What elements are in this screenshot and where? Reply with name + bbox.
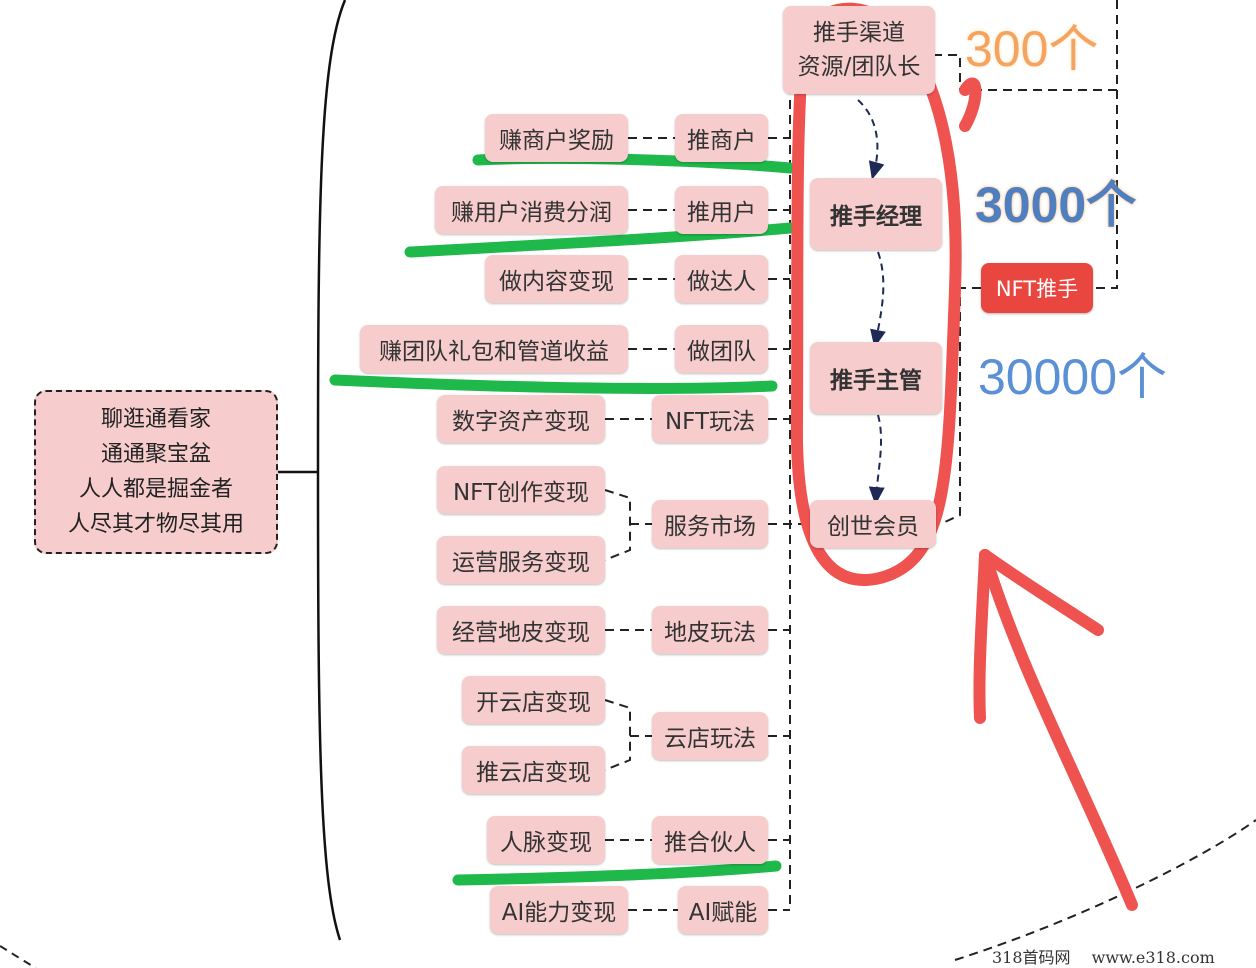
mid-node: AI赋能: [678, 886, 768, 934]
left-node: 数字资产变现: [437, 395, 605, 443]
root-line: 人人都是掘金者: [78, 477, 233, 502]
nft-branch: [944, 287, 981, 523]
root-line: 聊逛通看家: [100, 407, 211, 432]
mid-node: 云店玩法: [652, 712, 768, 760]
mid-node: 做团队: [675, 325, 768, 373]
left-node: NFT创作变现: [437, 466, 605, 514]
left-node: 开云店变现: [462, 676, 605, 724]
left-node: 赚用户消费分润: [435, 186, 628, 234]
root-node: 聊逛通看家 通通聚宝盆 人人都是掘金者 人尽其才物尽其用: [34, 390, 278, 554]
main-bracket: [316, 0, 347, 941]
top-branch: [935, 54, 1117, 91]
mid-node: NFT玩法: [652, 395, 768, 443]
count-30000: 30000个: [978, 349, 1168, 405]
mid-node: 推用户: [675, 186, 768, 234]
root-line: 通通聚宝盆: [100, 442, 211, 467]
level-top-line: 推手渠道: [813, 20, 905, 46]
level-supervisor-node: 推手主管: [810, 342, 942, 414]
left-node: 经营地皮变现: [437, 606, 605, 654]
left-node: 赚商户奖励: [485, 114, 628, 162]
level-founder-node: 创世会员: [810, 500, 936, 548]
count-3000: 3000个: [975, 177, 1137, 233]
level-arrows: [857, 99, 886, 505]
watermark: 318首码网 www.e318.com: [992, 948, 1215, 967]
mid-node: 推商户: [675, 114, 768, 162]
mid-node: 推合伙人: [652, 816, 768, 864]
left-node: 运营服务变现: [437, 536, 605, 584]
left-node: AI能力变现: [490, 886, 628, 934]
left-node: 人脉变现: [487, 816, 605, 864]
row-connectors: [604, 137, 810, 911]
outer-dashed-arc: [954, 819, 1256, 961]
level-top-line: 资源/团队长: [797, 54, 921, 80]
nft-tag: NFT推手: [981, 263, 1093, 313]
mid-node: 服务市场: [652, 500, 768, 548]
left-node: 做内容变现: [485, 255, 628, 303]
count-300: 300个: [965, 21, 1099, 77]
root-line: 人尽其才物尽其用: [67, 512, 244, 537]
level-manager-node: 推手经理: [810, 178, 942, 250]
left-node: 推云店变现: [462, 746, 605, 794]
red-annotation: [790, 2, 1138, 911]
level-top-node: 推手渠道 资源/团队长: [783, 6, 935, 94]
mid-node: 做达人: [675, 255, 768, 303]
left-node: 赚团队礼包和管道收益: [360, 325, 628, 373]
left-dashed-arc: [0, 945, 37, 968]
right-trunk: [1093, 0, 1118, 289]
mid-node: 地皮玩法: [652, 606, 768, 654]
